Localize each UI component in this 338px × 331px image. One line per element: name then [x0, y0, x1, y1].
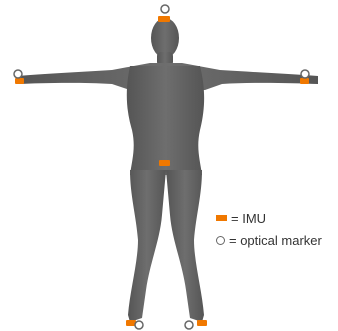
- marker-right-foot: [185, 321, 193, 329]
- legend-marker-label: = optical marker: [229, 233, 322, 248]
- legend: = IMU = optical marker: [216, 207, 322, 251]
- left-leg: [128, 170, 166, 322]
- imu-right-wrist: [300, 78, 309, 84]
- marker-left-wrist: [14, 70, 22, 78]
- human-body: [18, 18, 318, 322]
- legend-imu-row: = IMU: [216, 207, 322, 229]
- imu-left-wrist: [15, 78, 24, 84]
- legend-imu-label: = IMU: [231, 211, 266, 226]
- imu-head: [158, 16, 170, 22]
- marker-right-wrist: [301, 70, 309, 78]
- imu-right-foot: [197, 320, 207, 326]
- legend-marker-row: = optical marker: [216, 229, 322, 251]
- imu-swatch-icon: [216, 215, 227, 221]
- torso: [127, 66, 204, 175]
- marker-left-foot: [135, 321, 143, 329]
- right-leg: [166, 170, 204, 322]
- optical-marker-swatch-icon: [216, 236, 225, 245]
- marker-head: [161, 5, 169, 13]
- imu-pelvis: [159, 160, 170, 166]
